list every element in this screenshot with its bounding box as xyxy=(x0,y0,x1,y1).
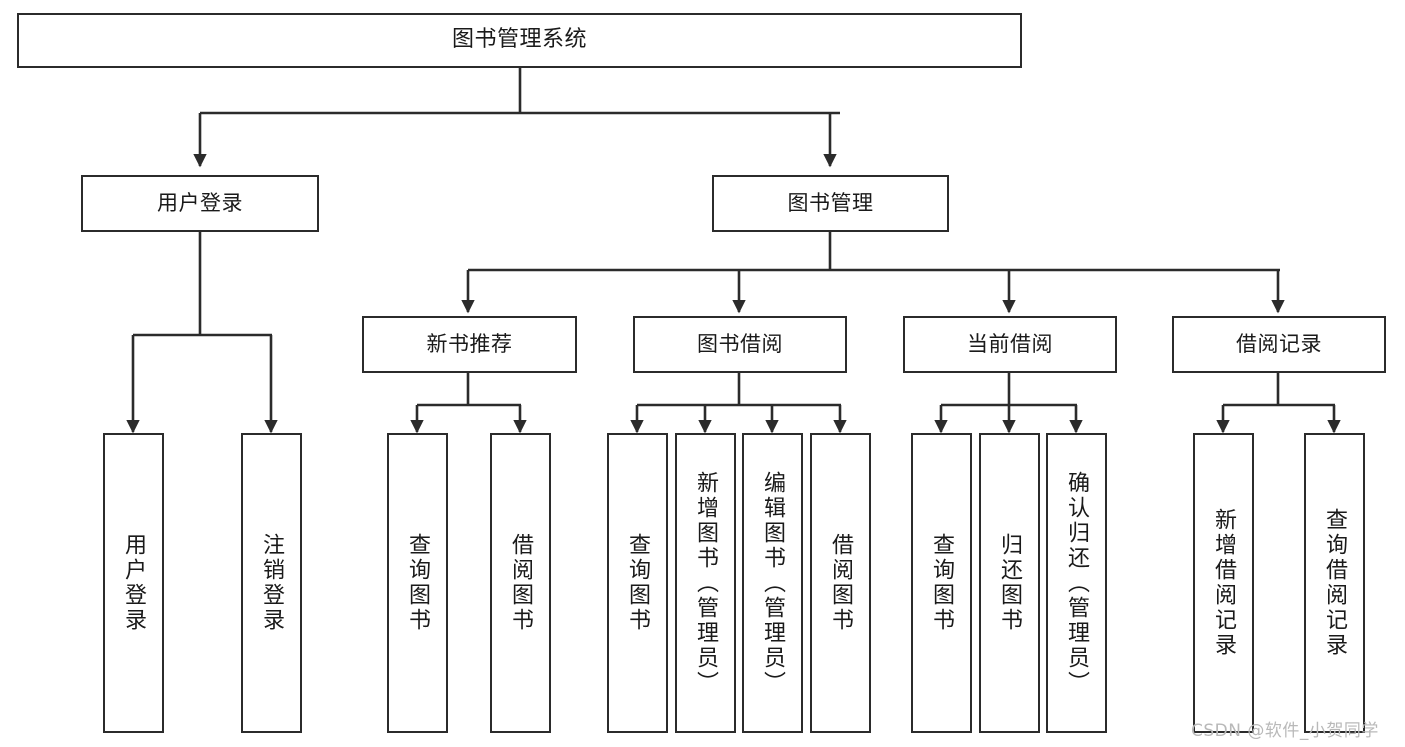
leaf-query-book-recommendation[interactable]: 查询图书 xyxy=(387,433,448,733)
node-user-login-label: 用户登录 xyxy=(157,190,243,215)
leaf-borrow-book-recommendation-label: 借阅图书 xyxy=(508,533,534,633)
leaf-add-book-admin[interactable]: 新增图书（管理员） xyxy=(675,433,736,733)
leaf-query-borrow-record[interactable]: 查询借阅记录 xyxy=(1304,433,1365,733)
node-borrow-record[interactable]: 借阅记录 xyxy=(1172,316,1386,373)
leaf-add-borrow-record[interactable]: 新增借阅记录 xyxy=(1193,433,1254,733)
leaf-borrow-book-label: 借阅图书 xyxy=(828,533,854,633)
node-new-book-recommendation[interactable]: 新书推荐 xyxy=(362,316,577,373)
leaf-logout-label: 注销登录 xyxy=(259,533,285,633)
node-current-borrow-label: 当前借阅 xyxy=(967,331,1053,356)
watermark-text: CSDN @软件_小贺同学 xyxy=(1191,721,1379,741)
leaf-add-borrow-record-label: 新增借阅记录 xyxy=(1211,508,1237,658)
node-borrow-record-label: 借阅记录 xyxy=(1236,331,1322,356)
leaf-return-book-label: 归还图书 xyxy=(997,533,1023,633)
leaf-query-book-borrow-label: 查询图书 xyxy=(625,533,651,633)
leaf-return-book[interactable]: 归还图书 xyxy=(979,433,1040,733)
leaf-query-book-borrow[interactable]: 查询图书 xyxy=(607,433,668,733)
node-book-borrow-label: 图书借阅 xyxy=(697,331,783,356)
leaf-confirm-return-admin[interactable]: 确认归还（管理员） xyxy=(1046,433,1107,733)
leaf-query-book-current-label: 查询图书 xyxy=(929,533,955,633)
node-root[interactable]: 图书管理系统 xyxy=(17,13,1022,68)
leaf-query-borrow-record-label: 查询借阅记录 xyxy=(1322,508,1348,658)
leaf-query-book-recommendation-label: 查询图书 xyxy=(405,533,431,633)
leaf-edit-book-admin-label: 编辑图书（管理员） xyxy=(760,470,786,696)
leaf-user-login[interactable]: 用户登录 xyxy=(103,433,164,733)
leaf-add-book-admin-label: 新增图书（管理员） xyxy=(693,470,719,696)
node-new-book-recommendation-label: 新书推荐 xyxy=(426,331,513,356)
node-current-borrow[interactable]: 当前借阅 xyxy=(903,316,1117,373)
node-root-label: 图书管理系统 xyxy=(451,27,587,53)
node-book-management-label: 图书管理 xyxy=(787,190,874,215)
leaf-user-login-label: 用户登录 xyxy=(121,533,147,633)
leaf-confirm-return-admin-label: 确认归还（管理员） xyxy=(1064,470,1090,696)
leaf-borrow-book[interactable]: 借阅图书 xyxy=(810,433,871,733)
leaf-logout[interactable]: 注销登录 xyxy=(241,433,302,733)
leaf-query-book-current[interactable]: 查询图书 xyxy=(911,433,972,733)
leaf-borrow-book-recommendation[interactable]: 借阅图书 xyxy=(490,433,551,733)
leaf-edit-book-admin[interactable]: 编辑图书（管理员） xyxy=(742,433,803,733)
node-book-management[interactable]: 图书管理 xyxy=(712,175,949,232)
node-user-login[interactable]: 用户登录 xyxy=(81,175,319,232)
node-book-borrow[interactable]: 图书借阅 xyxy=(633,316,847,373)
